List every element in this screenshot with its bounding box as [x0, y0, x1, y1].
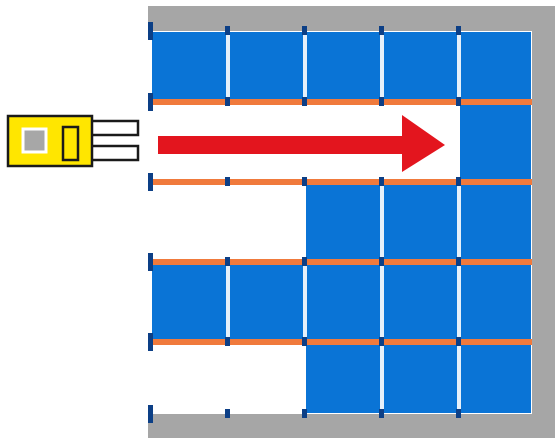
rack-post: [225, 409, 230, 418]
rack-post: [302, 337, 307, 346]
rail: [151, 339, 532, 345]
rack-post: [225, 97, 230, 106]
shuttle-connector: [61, 125, 80, 162]
rack-post: [148, 405, 153, 423]
rack-posts: [148, 22, 461, 423]
cell-separator: [380, 263, 384, 341]
rack-post: [302, 97, 307, 106]
rack-post: [302, 257, 307, 266]
cell-separator: [380, 343, 384, 413]
rack-post: [225, 257, 230, 266]
shuttle-window: [21, 127, 48, 154]
cell-separator: [457, 343, 461, 413]
storage-cell: [229, 263, 304, 341]
cell-separator: [457, 183, 461, 261]
rails: [151, 99, 532, 345]
frame-right-bar: [532, 6, 555, 438]
rack-post: [302, 177, 307, 186]
storage-cell: [306, 343, 381, 413]
rack-post: [456, 257, 461, 266]
rail: [151, 99, 532, 105]
cell-separator: [303, 263, 307, 341]
rack-post: [148, 173, 153, 191]
rack-frame: [148, 6, 555, 438]
rack-post: [225, 337, 230, 346]
arrow-right-icon: [158, 115, 445, 172]
cell-separator: [303, 32, 307, 101]
shuttle-vehicle-icon: [6, 114, 140, 168]
rail: [151, 179, 532, 185]
rack-post: [302, 26, 307, 35]
rack-post: [456, 177, 461, 186]
storage-cell: [152, 263, 227, 341]
shuttle-prong-top: [84, 119, 140, 137]
storage-cell: [460, 32, 531, 101]
frame-bottom-bar: [148, 414, 555, 438]
storage-cell: [306, 32, 381, 101]
rack-post: [379, 97, 384, 106]
cell-separator: [380, 32, 384, 101]
storage-cell: [383, 183, 458, 261]
rack-post: [379, 257, 384, 266]
rack-post: [148, 333, 153, 351]
cell-separator: [226, 32, 230, 101]
storage-cell: [306, 183, 381, 261]
rack-post: [225, 177, 230, 186]
storage-cell: [460, 103, 531, 181]
storage-cell: [152, 32, 227, 101]
frame-top-bar: [148, 6, 555, 31]
rack-post: [456, 337, 461, 346]
rack-post: [379, 337, 384, 346]
rack-post: [302, 409, 307, 418]
shuttle-prong-bottom: [84, 144, 140, 162]
arrow-shape: [158, 115, 445, 172]
storage-cell: [229, 32, 304, 101]
storage-cell: [383, 343, 458, 413]
rack-post: [379, 26, 384, 35]
rack-post: [148, 22, 153, 40]
rack-post: [148, 93, 153, 111]
cell-separator: [380, 183, 384, 261]
storage-cell: [460, 263, 531, 341]
rack-post: [456, 409, 461, 418]
storage-cells: [152, 32, 531, 413]
storage-cell: [383, 32, 458, 101]
rail: [151, 259, 532, 265]
rack-post: [379, 177, 384, 186]
storage-cell: [460, 183, 531, 261]
rack-post: [225, 26, 230, 35]
rack-post: [148, 253, 153, 271]
rack-post: [456, 97, 461, 106]
storage-cell: [306, 263, 381, 341]
storage-cell: [460, 343, 531, 413]
cell-separator: [457, 263, 461, 341]
rack-post: [456, 26, 461, 35]
storage-cell: [383, 263, 458, 341]
shuttle-body: [6, 114, 94, 168]
cell-separator: [457, 32, 461, 101]
cell-separator: [226, 263, 230, 341]
rack-post: [379, 409, 384, 418]
